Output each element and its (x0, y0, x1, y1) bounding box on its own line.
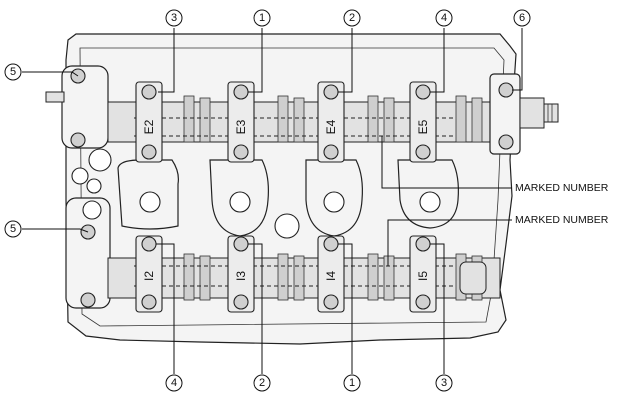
callout-bottom-4: 4 (165, 374, 183, 392)
svg-text:4: 4 (171, 377, 177, 389)
intake-bearing-cap-i3: I3 (227, 235, 255, 313)
exhaust-bearing-cap-e3: E3 (227, 81, 255, 163)
camshaft-upper-left-stub (45, 91, 65, 103)
svg-text:5: 5 (10, 223, 16, 235)
leader-bottom-2 (248, 243, 263, 374)
svg-text:4: 4 (441, 12, 447, 24)
exhaust-bearing-cap-e2: E2 (135, 81, 163, 163)
callout-top-1: 1 (253, 9, 271, 27)
cap-mark-i4: I4 (324, 271, 338, 281)
leader-bottom-1 (338, 243, 353, 374)
callout-top-2: 2 (343, 9, 361, 27)
sprocket-plate-bolt-2 (498, 134, 514, 150)
leader-bottom-4 (156, 243, 175, 374)
callout-top-6: 6 (513, 9, 531, 27)
svg-text:3: 3 (441, 377, 447, 389)
exhaust-cam-lobes (183, 95, 483, 143)
svg-text:2: 2 (259, 377, 265, 389)
oil-passage-1 (88, 148, 112, 172)
oil-passage-4 (82, 200, 102, 220)
cap-mark-e3: E3 (234, 119, 248, 134)
sprocket-plate-bolt-1 (498, 82, 514, 98)
callout-bottom-3: 3 (435, 374, 453, 392)
leader-top-6 (512, 28, 523, 91)
svg-text:3: 3 (171, 12, 177, 24)
intake-bearing-cap-i4: I4 (317, 235, 345, 313)
leader-bottom-3 (430, 243, 445, 374)
leader-marked-number-lower (387, 219, 512, 266)
marked-number-label-upper: MARKED NUMBER (515, 182, 609, 194)
marked-number-label-lower: MARKED NUMBER (515, 214, 609, 226)
camshaft-nose (519, 97, 545, 129)
boss-hole-1 (139, 191, 161, 213)
intake-bearing-cap-i2: I2 (135, 235, 163, 313)
callout-left-5-upper: 5 (4, 63, 22, 81)
spark-plug-hole (274, 213, 300, 239)
leader-top-1 (248, 28, 263, 93)
svg-text:6: 6 (519, 12, 525, 24)
left-end-cover-lower (65, 197, 111, 309)
end-cover-bolt-upper-2 (70, 132, 86, 148)
svg-text:1: 1 (349, 377, 355, 389)
cap-mark-i2: I2 (142, 271, 156, 281)
svg-text:2: 2 (349, 12, 355, 24)
boss-hole-4 (419, 191, 441, 213)
boss-hole-3 (323, 191, 345, 213)
cap-mark-e5: E5 (416, 119, 430, 134)
exhaust-bearing-cap-e4: E4 (317, 81, 345, 163)
leader-top-4 (430, 28, 445, 93)
cap-mark-e2: E2 (142, 119, 156, 134)
intake-camshaft-nose (459, 261, 487, 295)
leader-left-5-upper (22, 71, 79, 77)
callout-left-5-lower: 5 (4, 220, 22, 238)
callout-bottom-1: 1 (343, 374, 361, 392)
cylinder-head-inner-edge (79, 47, 505, 327)
end-cover-bolt-lower-2 (80, 292, 96, 308)
leader-top-2 (338, 28, 353, 93)
cap-mark-i3: I3 (234, 271, 248, 281)
leader-marked-number-upper (381, 136, 512, 189)
svg-text:5: 5 (10, 66, 16, 78)
callout-bottom-2: 2 (253, 374, 271, 392)
oil-passage-2 (71, 167, 89, 185)
boss-hole-2 (229, 191, 251, 213)
intake-bearing-cap-i5: I5 (409, 235, 437, 313)
cap-mark-i5: I5 (416, 271, 430, 281)
oil-passage-3 (86, 178, 102, 194)
svg-text:1: 1 (259, 12, 265, 24)
leader-top-3 (158, 28, 175, 93)
callout-top-3: 3 (165, 9, 183, 27)
cap-mark-e4: E4 (324, 119, 338, 134)
camshaft-nose-tip (543, 103, 559, 123)
callout-top-4: 4 (435, 9, 453, 27)
leader-left-5-lower (22, 228, 89, 233)
exhaust-bearing-cap-e5: E5 (409, 81, 437, 163)
